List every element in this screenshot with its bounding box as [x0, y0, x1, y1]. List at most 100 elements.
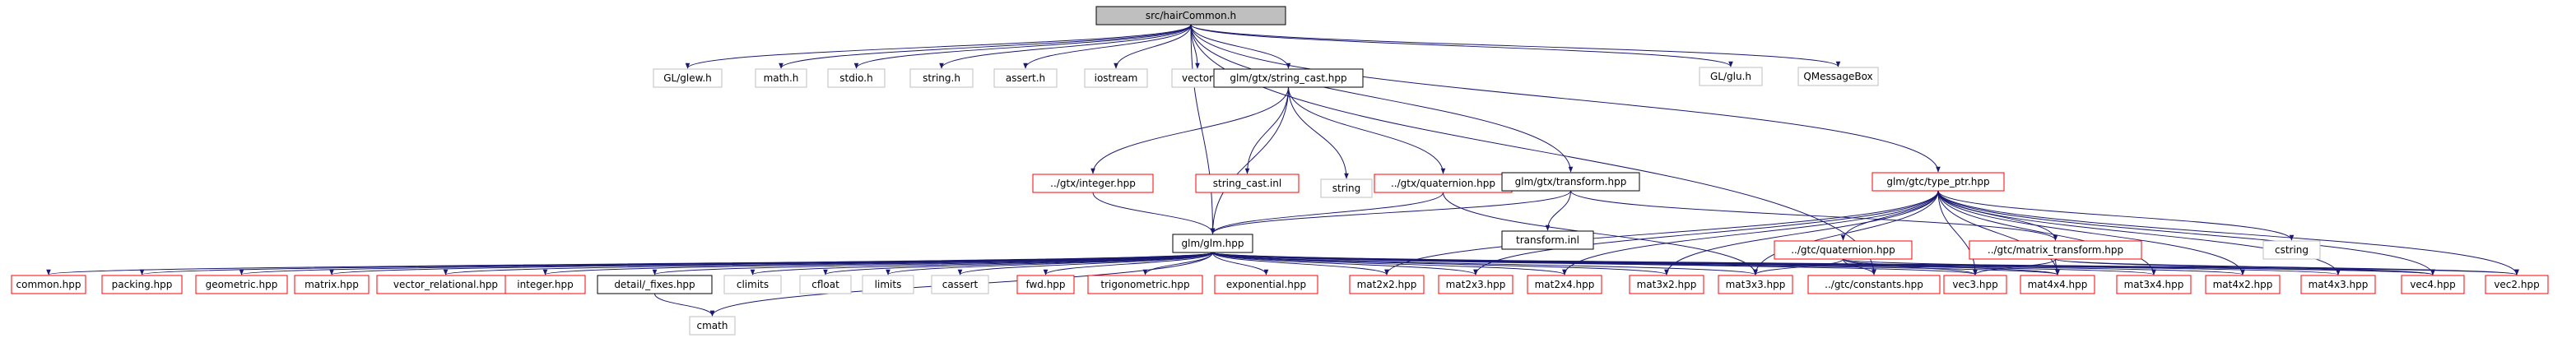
node-glew[interactable]: GL/glew.h	[653, 68, 723, 88]
node-box-cfloat[interactable]	[799, 275, 852, 294]
node-strcastinl[interactable]: string_cast.inl	[1195, 174, 1300, 193]
node-vector[interactable]: vector	[1171, 68, 1224, 88]
node-root[interactable]: src/hairCommon.h	[1095, 6, 1286, 25]
node-geometric[interactable]: geometric.hpp	[195, 275, 288, 294]
node-climits[interactable]: climits	[723, 275, 782, 294]
node-box-transforminl[interactable]	[1501, 230, 1594, 250]
node-box-m4x3[interactable]	[2300, 275, 2376, 294]
node-m4x4[interactable]: mat4x4.hpp	[2020, 275, 2095, 294]
node-box-root[interactable]	[1095, 6, 1286, 25]
node-box-integer_gtx[interactable]	[1032, 174, 1154, 193]
node-box-mtransform[interactable]	[1969, 240, 2142, 260]
node-string[interactable]: string	[1320, 178, 1373, 198]
node-m3x2[interactable]: mat3x2.hpp	[1629, 275, 1704, 294]
node-box-constants[interactable]	[1807, 275, 1941, 294]
node-transforminl[interactable]: transform.inl	[1501, 230, 1594, 250]
node-box-quat_gtc[interactable]	[1774, 240, 1913, 260]
node-glu[interactable]: GL/glu.h	[1699, 67, 1763, 86]
node-box-m3x3[interactable]	[1718, 275, 1793, 294]
node-matrix[interactable]: matrix.hpp	[294, 275, 370, 294]
node-box-matrix[interactable]	[294, 275, 370, 294]
node-box-strcast[interactable]	[1213, 68, 1364, 88]
node-qmsg[interactable]: QMessageBox	[1797, 67, 1879, 86]
node-integer_gtx[interactable]: ../gtx/integer.hpp	[1032, 174, 1154, 193]
node-box-asserth[interactable]	[993, 68, 1058, 88]
node-box-fwd[interactable]	[1016, 275, 1075, 294]
node-mtransform[interactable]: ../gtc/matrix_transform.hpp	[1969, 240, 2142, 260]
node-m3x3[interactable]: mat3x3.hpp	[1718, 275, 1793, 294]
node-cfloat[interactable]: cfloat	[799, 275, 852, 294]
node-strcast[interactable]: glm/gtx/string_cast.hpp	[1213, 68, 1364, 88]
node-box-iostream[interactable]	[1084, 68, 1148, 88]
node-stringh[interactable]: string.h	[909, 68, 974, 88]
node-fixes[interactable]: detail/_fixes.hpp	[597, 275, 713, 294]
node-cstring[interactable]: cstring	[2262, 240, 2321, 260]
node-limits[interactable]: limits	[862, 275, 914, 294]
node-box-limits[interactable]	[862, 275, 914, 294]
node-box-math[interactable]	[755, 68, 807, 88]
node-box-cassert[interactable]	[931, 275, 989, 294]
node-label-integer: integer.hpp	[517, 279, 574, 290]
node-glmhpp[interactable]: glm/glm.hpp	[1172, 234, 1253, 253]
node-box-stdio[interactable]	[827, 68, 886, 88]
node-box-m4x4[interactable]	[2020, 275, 2095, 294]
node-box-strcastinl[interactable]	[1195, 174, 1300, 193]
node-transform[interactable]: glm/gtx/transform.hpp	[1501, 172, 1640, 192]
node-box-glew[interactable]	[653, 68, 723, 88]
edge-typeptr-to-vec4	[1937, 190, 2435, 275]
node-box-m2x4[interactable]	[1527, 275, 1602, 294]
node-integer[interactable]: integer.hpp	[505, 275, 586, 294]
node-box-cstring[interactable]	[2262, 240, 2321, 260]
node-cassert[interactable]: cassert	[931, 275, 989, 294]
node-box-glu[interactable]	[1699, 67, 1763, 86]
node-cmath[interactable]: cmath	[689, 316, 736, 336]
node-constants[interactable]: ../gtc/constants.hpp	[1807, 275, 1941, 294]
node-trig[interactable]: trigonometric.hpp	[1087, 275, 1203, 294]
node-m4x2[interactable]: mat4x2.hpp	[2205, 275, 2281, 294]
node-box-fixes[interactable]	[597, 275, 713, 294]
node-m2x2[interactable]: mat2x2.hpp	[1349, 275, 1425, 294]
node-box-transform[interactable]	[1501, 172, 1640, 192]
node-vec3[interactable]: vec3.hpp	[1943, 275, 2007, 294]
node-box-glmhpp[interactable]	[1172, 234, 1253, 253]
node-box-m4x2[interactable]	[2205, 275, 2281, 294]
node-box-m3x4[interactable]	[2116, 275, 2192, 294]
node-quat_gtc[interactable]: ../gtc/quaternion.hpp	[1774, 240, 1913, 260]
node-box-expo[interactable]	[1214, 275, 1318, 294]
node-box-m3x2[interactable]	[1629, 275, 1704, 294]
node-box-vec3[interactable]	[1943, 275, 2007, 294]
node-box-vec2[interactable]	[2485, 275, 2549, 294]
node-box-typeptr[interactable]	[1872, 172, 2005, 192]
node-box-vec4[interactable]	[2401, 275, 2465, 294]
node-m2x4[interactable]: mat2x4.hpp	[1527, 275, 1602, 294]
node-typeptr[interactable]: glm/gtc/type_ptr.hpp	[1872, 172, 2005, 192]
node-box-qmsg[interactable]	[1797, 67, 1879, 86]
node-stdio[interactable]: stdio.h	[827, 68, 886, 88]
node-box-packing[interactable]	[101, 275, 183, 294]
node-math[interactable]: math.h	[755, 68, 807, 88]
node-box-common[interactable]	[11, 275, 86, 294]
node-box-m2x3[interactable]	[1438, 275, 1514, 294]
node-quat_gtx[interactable]: ../gtx/quaternion.hpp	[1374, 174, 1513, 193]
node-box-integer[interactable]	[505, 275, 586, 294]
node-packing[interactable]: packing.hpp	[101, 275, 183, 294]
node-expo[interactable]: exponential.hpp	[1214, 275, 1318, 294]
node-box-m2x2[interactable]	[1349, 275, 1425, 294]
node-vec2[interactable]: vec2.hpp	[2485, 275, 2549, 294]
node-common[interactable]: common.hpp	[11, 275, 86, 294]
node-fwd[interactable]: fwd.hpp	[1016, 275, 1075, 294]
node-m3x4[interactable]: mat3x4.hpp	[2116, 275, 2192, 294]
node-box-climits[interactable]	[723, 275, 782, 294]
node-vec4[interactable]: vec4.hpp	[2401, 275, 2465, 294]
node-box-stringh[interactable]	[909, 68, 974, 88]
node-label-glu: GL/glu.h	[1710, 71, 1751, 82]
node-m2x3[interactable]: mat2x3.hpp	[1438, 275, 1514, 294]
node-box-cmath[interactable]	[689, 316, 736, 336]
node-m4x3[interactable]: mat4x3.hpp	[2300, 275, 2376, 294]
node-box-geometric[interactable]	[195, 275, 288, 294]
node-box-trig[interactable]	[1087, 275, 1203, 294]
node-box-string[interactable]	[1320, 178, 1373, 198]
node-vecrel[interactable]: vector_relational.hpp	[376, 275, 515, 294]
node-asserth[interactable]: assert.h	[993, 68, 1058, 88]
node-iostream[interactable]: iostream	[1084, 68, 1148, 88]
